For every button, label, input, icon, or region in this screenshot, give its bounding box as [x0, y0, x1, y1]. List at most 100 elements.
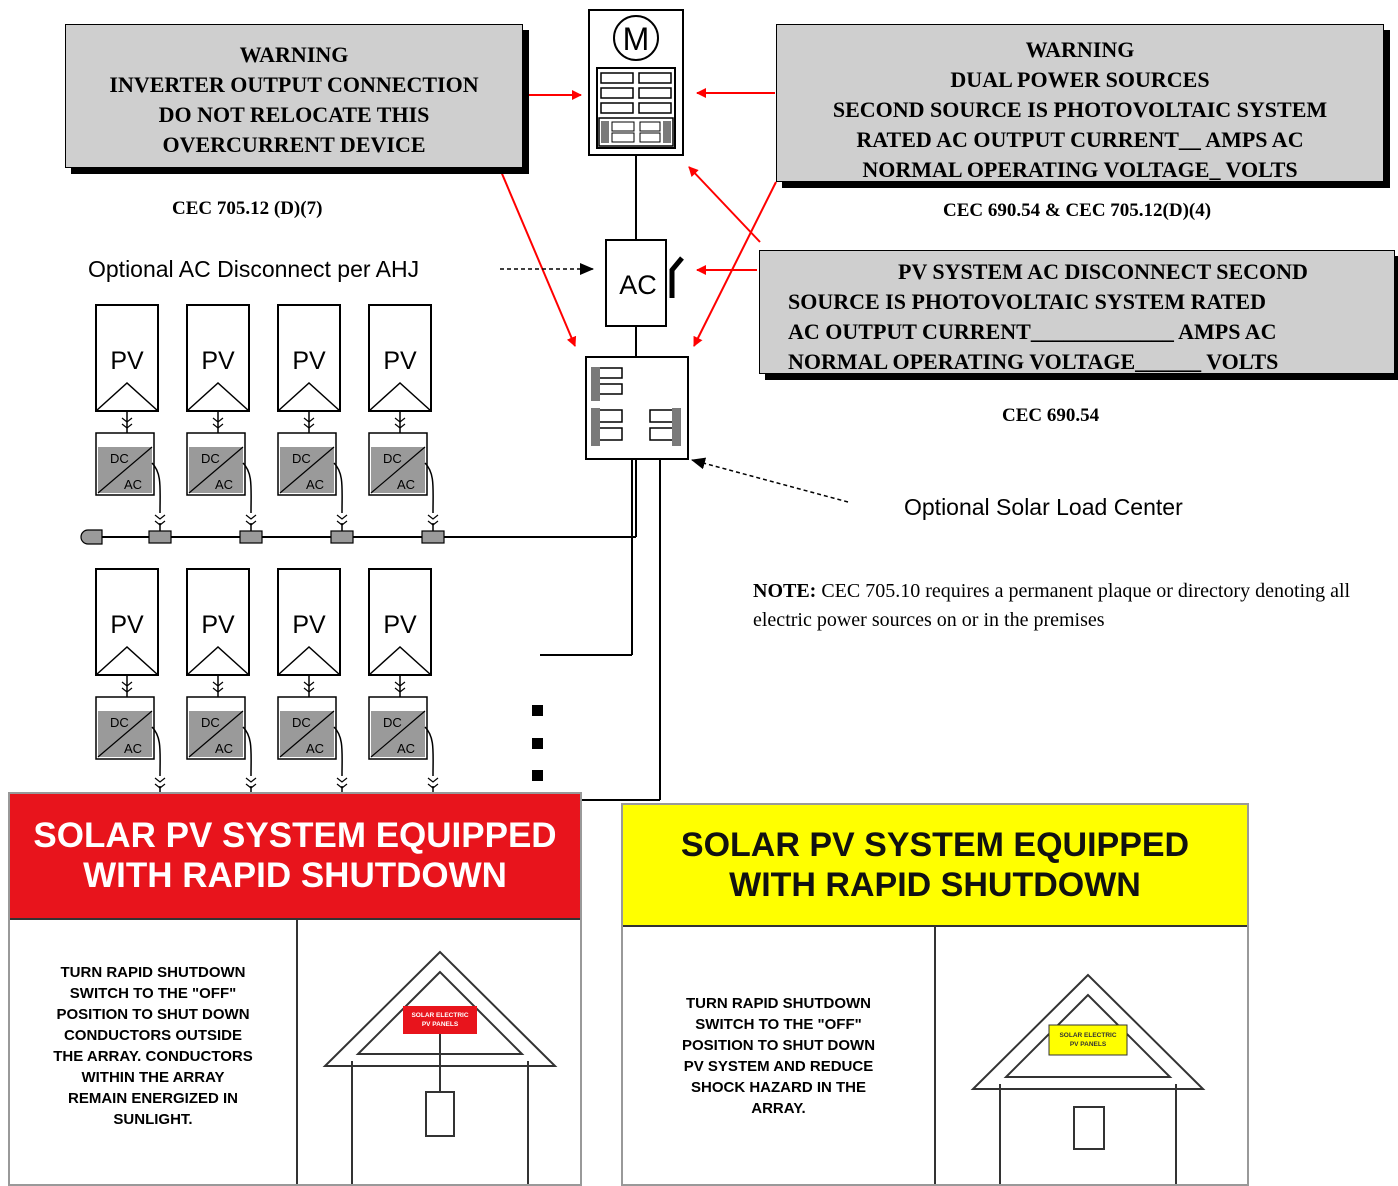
pointer-load-center [691, 457, 849, 503]
warning-line: NORMAL OPERATING VOLTAGE_ VOLTS [862, 157, 1298, 182]
ac-pigtail [242, 726, 252, 777]
trunk-end-cap [80, 529, 103, 545]
placard-title-line: WITH RAPID SHUTDOWN [729, 866, 1141, 904]
placard-instructions: TURN RAPID SHUTDOWN SWITCH TO THE "OFF" … [623, 993, 934, 1119]
inverter-dc-label: DC [383, 451, 402, 466]
pv-label: PV [292, 611, 326, 639]
connector-icon [121, 681, 133, 693]
dual-power-warning-label: WARNING DUAL POWER SOURCES SECOND SOURCE… [776, 24, 1384, 182]
pv-module: PV [95, 568, 159, 676]
connector-icon [303, 417, 315, 429]
instruction-line: SUNLIGHT. [113, 1111, 193, 1128]
instruction-line: POSITION TO SHUT DOWN [56, 1006, 250, 1023]
warning-line: RATED AC OUTPUT CURRENT__ AMPS AC [856, 127, 1304, 152]
trunk-connector [239, 530, 263, 544]
code-reference-left: CEC 705.12 (D)(7) [172, 198, 323, 219]
inverter-output-warning-label: WARNING INVERTER OUTPUT CONNECTION DO NO… [65, 24, 523, 168]
inverter-dc-label: DC [383, 715, 402, 730]
inverter-dc-label: DC [201, 715, 220, 730]
inverter-ac-label: AC [124, 741, 142, 756]
main-breaker [598, 117, 674, 147]
roof-sign-text: PV PANELS [1070, 1041, 1107, 1048]
connector-icon [303, 681, 315, 693]
pv-module: PV [368, 304, 432, 412]
connector-icon [212, 681, 224, 693]
pv-label: PV [383, 611, 417, 639]
inverter-dc-label: DC [110, 715, 129, 730]
instruction-line: POSITION TO SHUT DOWN [681, 1037, 876, 1054]
instruction-line: REMAIN ENERGIZED IN [67, 1090, 238, 1107]
ac-pigtail [424, 462, 434, 514]
rapid-shutdown-switch [1073, 1106, 1105, 1150]
instruction-line: SHOCK HAZARD IN THE [691, 1079, 866, 1096]
inverter-ac-label: AC [306, 741, 324, 756]
code-reference-disconnect: CEC 690.54 [1002, 405, 1100, 426]
roof-sign [403, 1006, 477, 1034]
switch-handle-icon [669, 256, 684, 298]
ac-pigtail [333, 726, 343, 777]
note-body: CEC 705.10 requires a permanent plaque o… [753, 580, 1351, 631]
main-service-panel: M [588, 9, 684, 156]
placard-title-line: WITH RAPID SHUTDOWN [83, 856, 507, 895]
roof-sign-text: PV PANELS [422, 1021, 459, 1028]
inverter-ac-label: AC [306, 477, 324, 492]
trunk-connector [148, 530, 172, 544]
inverter-dc-label: DC [201, 451, 220, 466]
ac-disconnect-symbol: AC [619, 270, 657, 300]
pv-module: PV [368, 568, 432, 676]
warning-line: SECOND SOURCE IS PHOTOVOLTAIC SYSTEM [832, 97, 1328, 122]
disconnect-line: PV SYSTEM AC DISCONNECT SECOND [898, 259, 1308, 284]
pv-label: PV [292, 347, 326, 375]
inverter-dc-label: DC [292, 715, 311, 730]
arrow-left-warning-to-loadcenter [499, 168, 577, 347]
placard-title-line: SOLAR PV SYSTEM EQUIPPED [33, 816, 557, 855]
warning-line: OVERCURRENT DEVICE [162, 132, 426, 157]
pv-module: PV [277, 304, 341, 412]
inverter-ac-label: AC [124, 477, 142, 492]
instruction-line: WITHIN THE ARRAY [81, 1069, 225, 1086]
house-icon: SOLAR ELECTRIC PV PANELS [322, 950, 558, 1184]
solar-load-center [585, 356, 689, 460]
pv-module: PV [277, 568, 341, 676]
pv-module: PV [95, 304, 159, 412]
pv-module: PV [186, 304, 250, 412]
placard-title-line: SOLAR PV SYSTEM EQUIPPED [680, 826, 1190, 864]
disconnect-line: SOURCE IS PHOTOVOLTAIC SYSTEM RATED [788, 289, 1266, 314]
pv-label: PV [201, 611, 235, 639]
warning-line: WARNING [1025, 37, 1135, 62]
pv-label: PV [110, 611, 144, 639]
connector-icon [121, 417, 133, 429]
rapid-shutdown-placard-red: SOLAR PV SYSTEM EQUIPPED WITH RAPID SHUT… [8, 792, 582, 1186]
ac-pigtail [151, 462, 161, 514]
instruction-line: THE ARRAY. CONDUCTORS [53, 1048, 253, 1065]
placard-title: SOLAR PV SYSTEM EQUIPPED WITH RAPID SHUT… [10, 794, 580, 918]
optional-load-center-label: Optional Solar Load Center [904, 494, 1183, 520]
meter-symbol: M [623, 21, 650, 57]
ac-pigtail [333, 462, 343, 514]
instruction-line: TURN RAPID SHUTDOWN [60, 964, 246, 981]
ac-pigtail [151, 726, 161, 777]
warning-line: DUAL POWER SOURCES [950, 67, 1210, 92]
warning-line: INVERTER OUTPUT CONNECTION [109, 72, 479, 97]
instruction-line: ARRAY. [751, 1100, 806, 1117]
placard-divider [296, 918, 298, 1184]
placard-divider [934, 925, 936, 1184]
placard-divider [10, 918, 580, 920]
ac-disconnect-label: PV SYSTEM AC DISCONNECT SECOND SOURCE IS… [759, 250, 1395, 374]
placard-instructions: TURN RAPID SHUTDOWN SWITCH TO THE "OFF" … [10, 962, 296, 1130]
pv-label: PV [383, 347, 417, 375]
arrow-disconnect-label-to-panel [688, 166, 761, 243]
microinverter: DC AC [368, 696, 428, 760]
ac-pigtail [424, 726, 434, 777]
microinverter: DC AC [277, 696, 337, 760]
label-pointers [500, 263, 849, 503]
pv-module: PV [186, 568, 250, 676]
instruction-line: TURN RAPID SHUTDOWN [686, 995, 871, 1012]
inverter-ac-label: AC [397, 741, 415, 756]
meter-icon [613, 15, 659, 61]
code-reference-right: CEC 690.54 & CEC 705.12(D)(4) [943, 200, 1212, 221]
